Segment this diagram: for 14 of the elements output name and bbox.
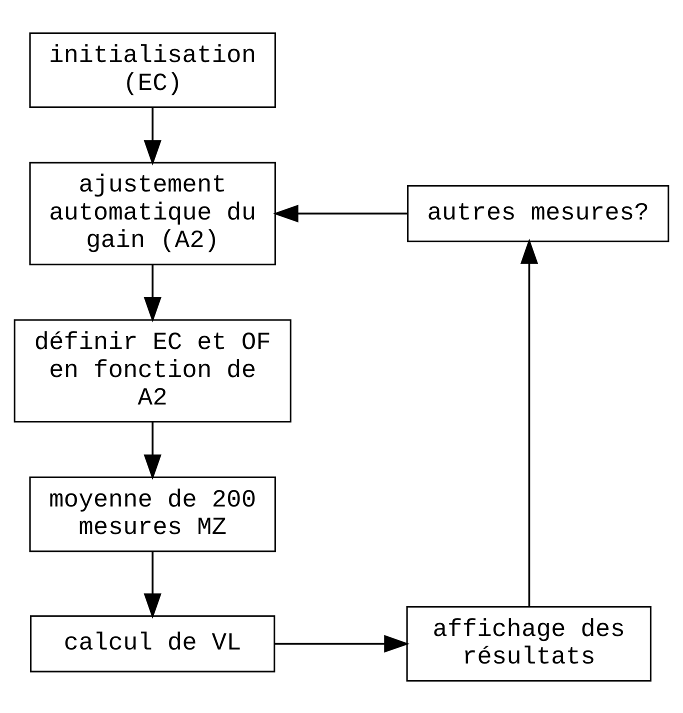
node-box: définir EC et OF en fonction de A2 — [14, 318, 292, 422]
node-box: moyenne de 200 mesures MZ — [29, 476, 276, 552]
arrow — [144, 551, 162, 618]
arrow — [520, 238, 538, 606]
arrow — [273, 204, 408, 222]
node-box: ajustement automatique du gain (A2) — [29, 161, 276, 265]
node-box: initialisation (EC) — [29, 32, 276, 108]
node-box: affichage des résultats — [406, 606, 652, 682]
node-box: autres mesures? — [407, 184, 670, 242]
arrow — [274, 634, 410, 652]
node-box: calcul de VL — [30, 614, 276, 672]
arrow — [144, 421, 162, 480]
arrow — [144, 107, 162, 165]
arrow — [144, 264, 162, 322]
